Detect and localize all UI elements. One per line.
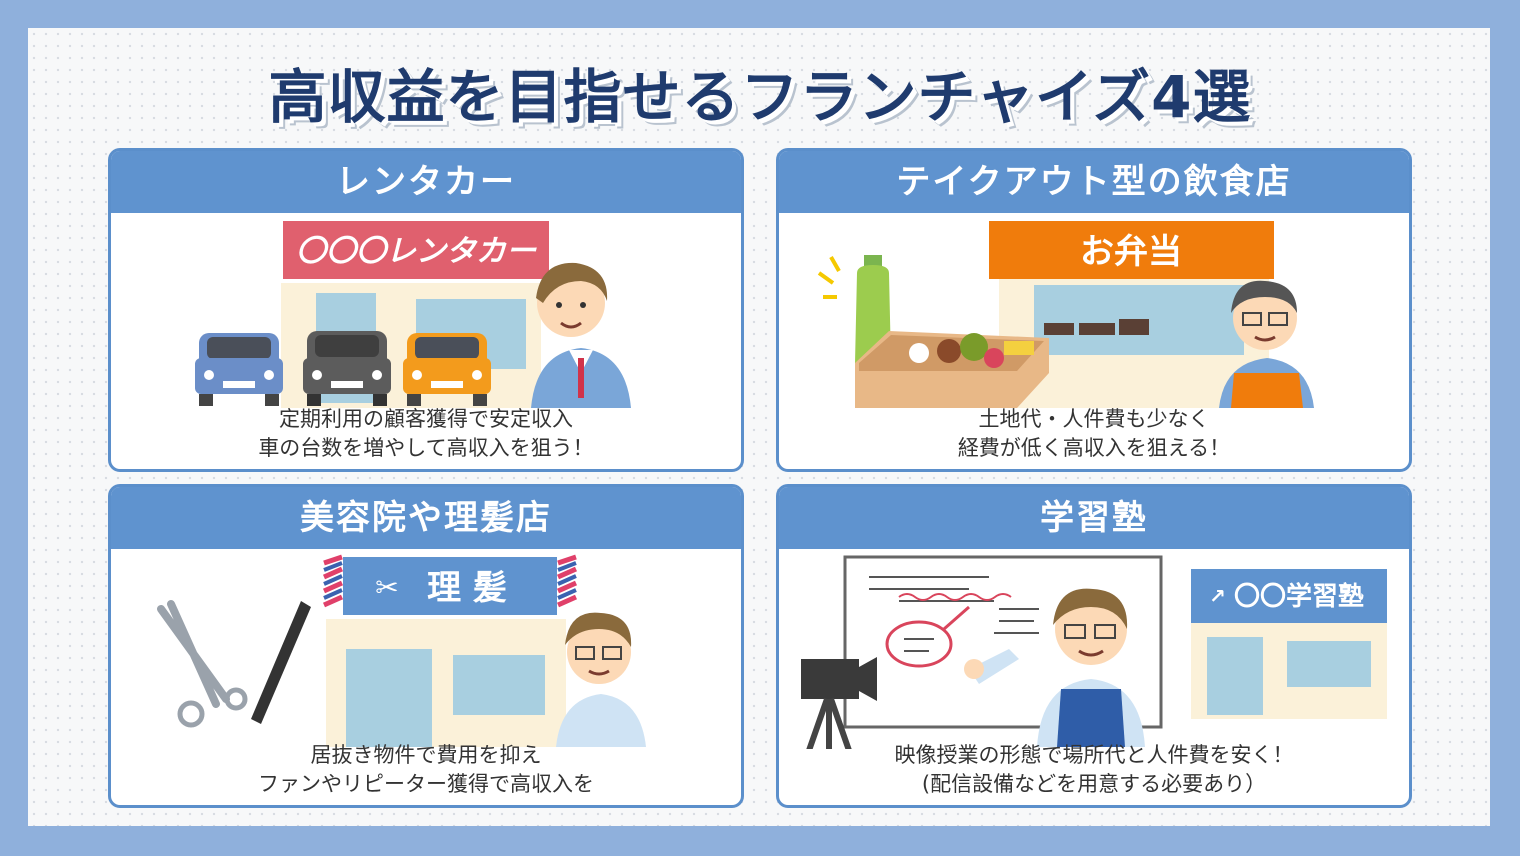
barber-avatar	[556, 612, 646, 747]
arrow-up-icon: ↗	[1209, 584, 1226, 608]
card-heading: 学習塾	[779, 487, 1409, 549]
barber-pole-left	[322, 554, 344, 619]
takeout-illustration: お弁当	[817, 221, 1314, 408]
scissors-icon	[157, 600, 248, 728]
shop-door	[346, 649, 432, 747]
businessman-avatar	[531, 262, 631, 408]
school-window	[1287, 641, 1371, 687]
scissors-icon: ✂	[375, 571, 398, 604]
card-heading: テイクアウト型の飲食店	[779, 151, 1409, 213]
shop-sign-text: お弁当	[1080, 232, 1182, 272]
description-line-2: 車の台数を増やして高収入を狙う！	[258, 436, 594, 460]
card-description: 定期利用の顧客獲得で安定収入 車の台数を増やして高収入を狙う！	[111, 405, 741, 463]
description-line-1: 居抜き物件で費用を抑え	[310, 743, 542, 767]
card-takeout-restaurant: テイクアウト型の飲食店 お弁当	[776, 148, 1412, 472]
card-rental-car: レンタカー 〇〇〇レンタカー	[108, 148, 744, 472]
description-line-1: 定期利用の顧客獲得で安定収入	[279, 407, 573, 431]
card-description: 映像授業の形態で場所代と人件費を安く！ (配信設備などを用意する必要あり）	[779, 741, 1409, 799]
comb-icon	[251, 601, 311, 724]
school-sign	[1191, 569, 1387, 623]
school-door	[1207, 637, 1263, 715]
barber-illustration: 理 髪 ✂	[157, 554, 646, 747]
description-line-1: 土地代・人件費も少なく	[978, 407, 1210, 431]
grey-car	[303, 331, 391, 406]
card-description: 土地代・人件費も少なく 経費が低く高収入を狙える！	[779, 405, 1409, 463]
shop-sign	[343, 557, 557, 615]
school-sign-text: 〇〇学習塾	[1234, 581, 1364, 612]
description-line-2: ファンやリピーター獲得で高収入を	[258, 772, 594, 796]
description-line-1: 映像授業の形態で場所代と人件費を安く！	[894, 743, 1294, 767]
card-heading: レンタカー	[111, 151, 741, 213]
rental-car-illustration: 〇〇〇レンタカー	[195, 221, 631, 408]
video-camera-icon	[801, 657, 877, 749]
teacher-avatar	[964, 588, 1145, 747]
barber-pole-right	[556, 554, 578, 619]
shop-sign	[989, 221, 1274, 279]
description-line-2: (配信設備などを用意する必要あり）	[921, 772, 1267, 796]
clerk-avatar	[1219, 280, 1314, 408]
card-heading: 美容院や理髪店	[111, 487, 741, 549]
shop-sign-text: 〇〇〇レンタカー	[296, 234, 537, 269]
blue-car	[195, 333, 283, 406]
card-barber-salon: 美容院や理髪店 理 髪 ✂	[108, 484, 744, 808]
shop-sign	[283, 221, 549, 279]
cram-school-illustration: ↗ 〇〇学習塾	[801, 555, 1387, 749]
orange-car	[403, 333, 491, 406]
shop-sign-text: 理 髪	[427, 568, 507, 608]
description-line-2: 経費が低く高収入を狙える！	[957, 436, 1231, 460]
card-cram-school: 学習塾 ↗ 〇〇学習塾	[776, 484, 1412, 808]
shop-window	[453, 655, 545, 715]
bento-box	[855, 331, 1049, 408]
card-description: 居抜き物件で費用を抑え ファンやリピーター獲得で高収入を	[111, 741, 741, 799]
page-title: 高収益を目指せるフランチャイズ4選	[268, 63, 1252, 131]
